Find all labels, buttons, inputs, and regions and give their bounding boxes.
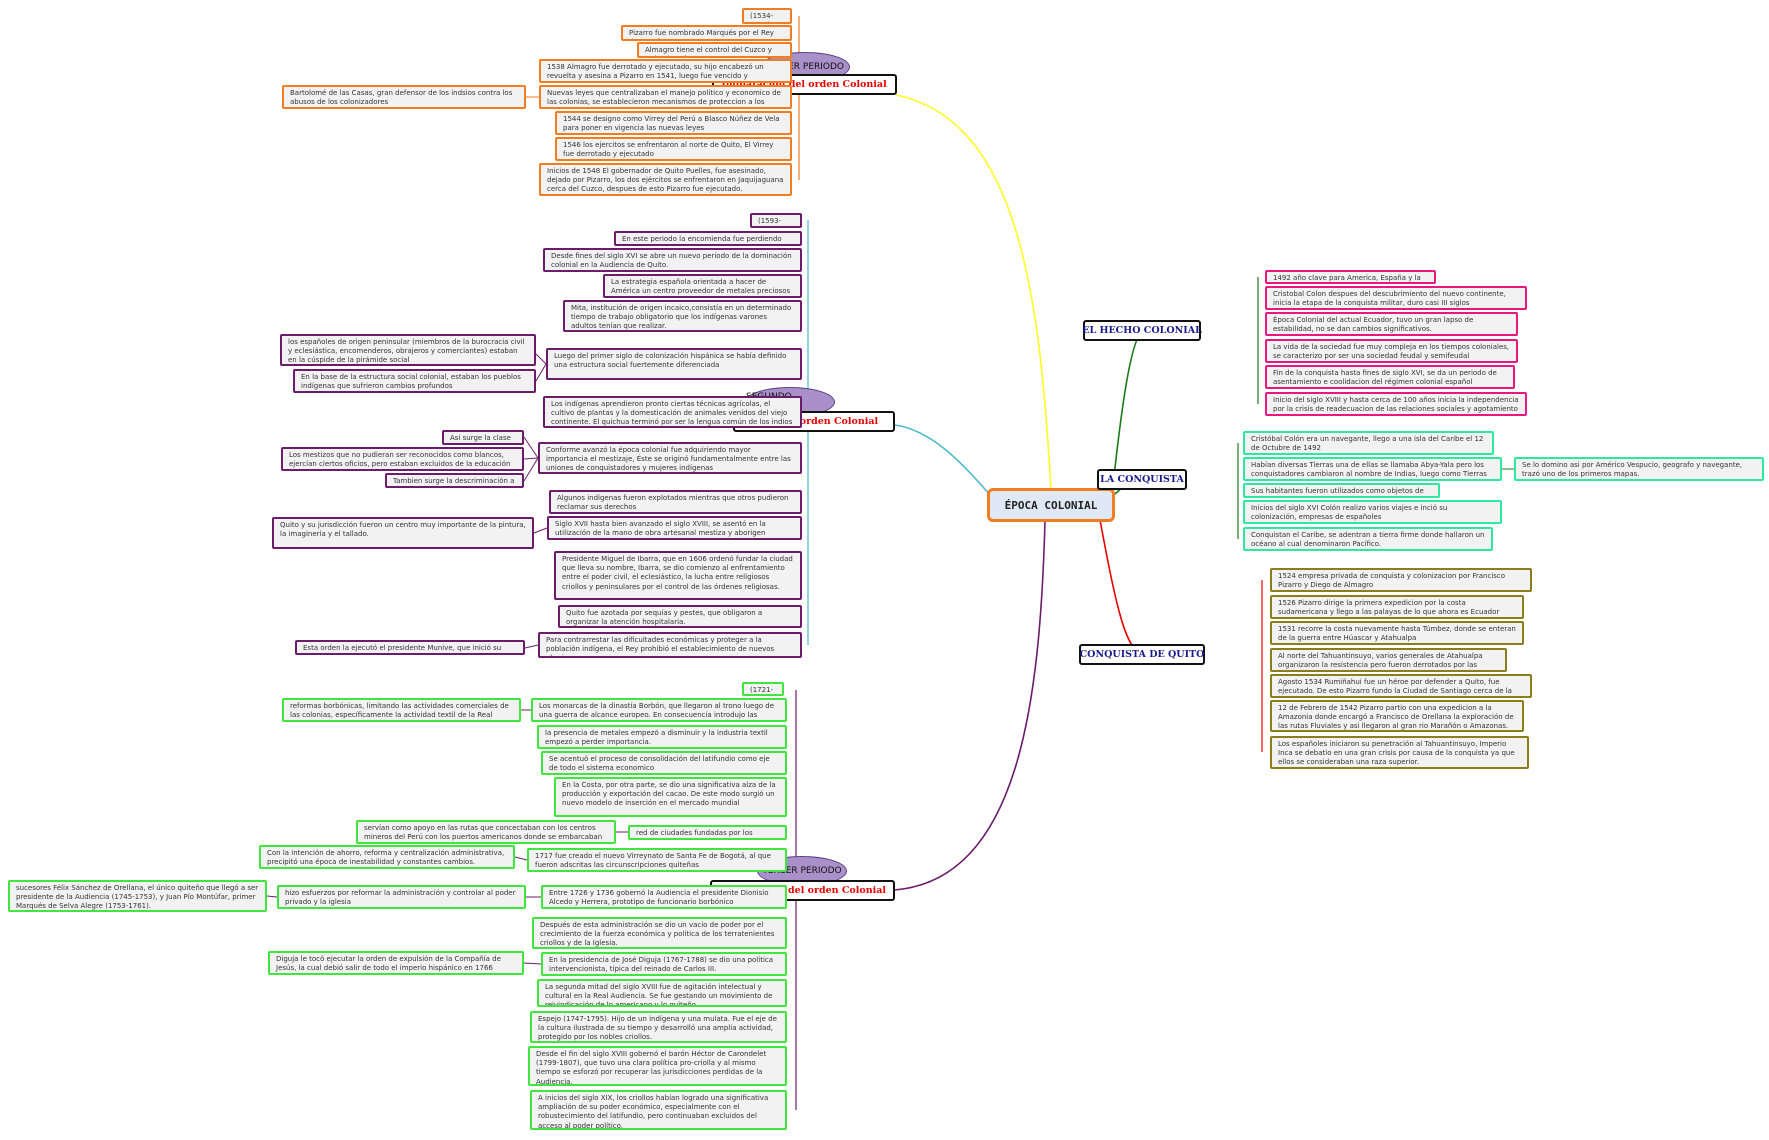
sub-link-5 bbox=[523, 457, 539, 482]
branch-p1 bbox=[895, 94, 1052, 491]
hecho-item-4[interactable]: Fin de la conquista hasta fines de siglo… bbox=[1265, 365, 1515, 389]
sub-link-3 bbox=[523, 436, 539, 459]
p1-item-0[interactable]: (1534-1593) bbox=[742, 8, 792, 24]
p3-sub-2[interactable]: Con la intención de ahorro, reforma y ce… bbox=[259, 845, 515, 869]
p3-item-11[interactable]: Espejo (1747-1795). Hijo de un indígena … bbox=[530, 1011, 787, 1043]
sub-link-6 bbox=[533, 527, 548, 534]
p3-item-1[interactable]: Los monarcas de la dinastía Borbón, que … bbox=[531, 698, 787, 722]
p2-sub-1[interactable]: En la base de la estructura social colon… bbox=[293, 369, 536, 393]
p2-sub-0[interactable]: los españoles de origen peninsular (miem… bbox=[280, 334, 536, 366]
p3-item-2[interactable]: la presencia de metales empezó a disminu… bbox=[537, 725, 787, 749]
p1-item-5[interactable]: 1544 se designo como Virrey del Perú a B… bbox=[555, 111, 792, 135]
p2-sub-5[interactable]: Quito y su jurisdicción fueron un centro… bbox=[272, 517, 534, 549]
hecho-item-1[interactable]: Cristobal Colon despues del descubrimien… bbox=[1265, 286, 1527, 310]
p2-item-0[interactable]: (1593-1721) bbox=[750, 213, 802, 228]
quito-item-5[interactable]: 12 de Febrero de 1542 Pizarro partio con… bbox=[1270, 700, 1524, 732]
p3-item-6[interactable]: 1717 fue creado el nuevo Virreynato de S… bbox=[527, 848, 787, 872]
p2-sub-4[interactable]: Tambien surge la descriminación a la Muj… bbox=[385, 473, 524, 488]
p1-item-1[interactable]: Pizarro fue nombrado Marqués por el Rey … bbox=[621, 25, 792, 41]
p2-sub-6[interactable]: Esta orden la ejecutó el presidente Muni… bbox=[295, 640, 525, 655]
p3-item-8[interactable]: Después de esta administración se dio un… bbox=[532, 917, 787, 949]
hecho-item-2[interactable]: Época Colonial del actual Ecuador, tuvo … bbox=[1265, 312, 1518, 336]
p2-item-5[interactable]: Luego del primer siglo de colonización h… bbox=[546, 348, 802, 380]
quito-item-4[interactable]: Agosto 1534 Rumiñahui fue un héroe por d… bbox=[1270, 674, 1532, 698]
conq-item-4[interactable]: Conquistan el Caribe, se adentran a tier… bbox=[1243, 527, 1493, 551]
conq-item-1[interactable]: Habían diversas Tierras una de ellas se … bbox=[1243, 457, 1502, 481]
p1-item-3[interactable]: 1538 Almagro fue derrotado y ejecutado, … bbox=[539, 59, 792, 83]
quito-item-0[interactable]: 1524 empresa privada de conquista y colo… bbox=[1270, 568, 1532, 592]
hecho-item-5[interactable]: Inicio del siglo XVIII y hasta cerca de … bbox=[1265, 392, 1527, 416]
hecho-item-0[interactable]: 1492 año clave para America, España y la… bbox=[1265, 270, 1436, 284]
quito-item-1[interactable]: 1526 Pizarro dirige la primera expedicio… bbox=[1270, 595, 1524, 619]
p3-item-13[interactable]: A inicios del siglo XIX, los criollos ha… bbox=[530, 1090, 787, 1130]
sub-link-10 bbox=[514, 856, 528, 861]
p2-item-10[interactable]: Presidente Miguel de Ibarra, que en 1606… bbox=[554, 551, 802, 600]
root-node[interactable]: ÉPOCA COLONIAL bbox=[987, 488, 1115, 522]
sub-link-13 bbox=[523, 962, 542, 965]
sub-link-2 bbox=[535, 363, 547, 382]
p1-item-7[interactable]: Inicios de 1548 El gobernador de Quito P… bbox=[539, 163, 792, 196]
p1-item-4[interactable]: Nuevas leyes que centralizaban el manejo… bbox=[539, 85, 792, 109]
p3-item-0[interactable]: (1721-1808) bbox=[742, 682, 784, 696]
p3-item-3[interactable]: Se acentuó el proceso de consolidación d… bbox=[541, 751, 787, 775]
hecho-item-3[interactable]: La vida de la sociedad fue muy compleja … bbox=[1265, 339, 1518, 363]
quito-item-2[interactable]: 1531 recorre la costa nuevamente hasta T… bbox=[1270, 621, 1524, 645]
conq-item-2[interactable]: Sus habitantes fueron utilizados como ob… bbox=[1243, 483, 1440, 498]
quito-item-6[interactable]: Los españoles iniciaron su penetración a… bbox=[1270, 736, 1529, 769]
sub-link-1 bbox=[535, 353, 547, 365]
p2-sub-2[interactable]: Asi surge la clase media bbox=[442, 430, 524, 445]
p2-item-11[interactable]: Quito fue azotada por sequías y pestes, … bbox=[558, 605, 802, 628]
conq-sub-0[interactable]: Se lo domino asi por Américo Vespucio, g… bbox=[1514, 457, 1764, 481]
p3-item-4[interactable]: En la Costa, por otra parte, se dio una … bbox=[554, 777, 787, 817]
p3-sub-3[interactable]: hizo esfuerzos por reformar la administr… bbox=[277, 885, 526, 909]
sub-link-4 bbox=[523, 457, 539, 460]
p2-item-1[interactable]: En este periodo la encomienda fue perdie… bbox=[614, 231, 802, 246]
sub-link-7 bbox=[524, 644, 539, 649]
p2-item-3[interactable]: La estrategia española orientada a hacer… bbox=[603, 274, 802, 298]
p3-sub-1[interactable]: servían como apoyo en las rutas que conc… bbox=[356, 820, 616, 844]
title-la-conquista[interactable]: LA CONQUISTA bbox=[1097, 468, 1187, 490]
p2-item-2[interactable]: Desde fines del siglo XVI se abre un nue… bbox=[543, 248, 802, 272]
p3-sub-5[interactable]: Diguja le tocó ejecutar la orden de expu… bbox=[268, 951, 524, 975]
p1-item-2[interactable]: Almagro tiene el control del Cuzco y tod… bbox=[637, 42, 792, 58]
sub-link-11 bbox=[266, 895, 278, 898]
p3-item-7[interactable]: Entre 1726 y 1736 gobernó la Audiencia e… bbox=[541, 885, 787, 909]
title-hecho-colonial[interactable]: EL HECHO COLONIAL bbox=[1082, 319, 1202, 341]
conq-item-3[interactable]: Inicios del siglo XVI Colón realizo vari… bbox=[1243, 500, 1502, 524]
branch-p2 bbox=[894, 424, 991, 496]
p2-item-6[interactable]: Los indígenas aprendieron pronto ciertas… bbox=[543, 396, 802, 428]
p2-item-12[interactable]: Para contrarrestar las dificultades econ… bbox=[538, 632, 802, 658]
p2-item-4[interactable]: Mita, institución de origen incaico,cons… bbox=[563, 300, 802, 332]
p2-item-8[interactable]: Algunos indígenas fueron explotados mien… bbox=[549, 490, 802, 514]
p3-item-9[interactable]: En la presidencia de José Diguja (1767-1… bbox=[541, 952, 787, 976]
p2-sub-3[interactable]: Los mestizos que no pudieran ser reconoc… bbox=[281, 447, 524, 471]
p2-item-9[interactable]: Siglo XVII hasta bien avanzado el siglo … bbox=[547, 516, 802, 540]
p2-item-7[interactable]: Conforme avanzó la época colonial fue ad… bbox=[538, 442, 802, 474]
p3-item-12[interactable]: Desde el fin del siglo XVIII gobernó el … bbox=[528, 1046, 787, 1086]
branch-quito bbox=[1099, 519, 1143, 655]
p1-item-6[interactable]: 1546 los ejercitos se enfrentaron al nor… bbox=[555, 137, 792, 161]
p3-item-5[interactable]: red de ciudades fundadas por los conquis… bbox=[628, 825, 787, 840]
p1-sub-0[interactable]: Bartolomé de las Casas, gran defensor de… bbox=[282, 85, 526, 109]
title-conquista-quito[interactable]: CONQUISTA DE QUITO bbox=[1079, 643, 1205, 665]
branch-p3 bbox=[893, 520, 1046, 891]
p3-sub-4[interactable]: sucesores Félix Sánchez de Orellana, el … bbox=[8, 880, 267, 912]
quito-item-3[interactable]: Al norte del Tahuantinsuyo, varios gener… bbox=[1270, 648, 1507, 672]
p3-sub-0[interactable]: reformas borbónicas, limitando las activ… bbox=[282, 698, 521, 722]
conq-item-0[interactable]: Cristóbal Colón era un navegante, llego … bbox=[1243, 431, 1494, 455]
p3-item-10[interactable]: La segunda mitad del siglo XVIII fue de … bbox=[537, 979, 787, 1007]
